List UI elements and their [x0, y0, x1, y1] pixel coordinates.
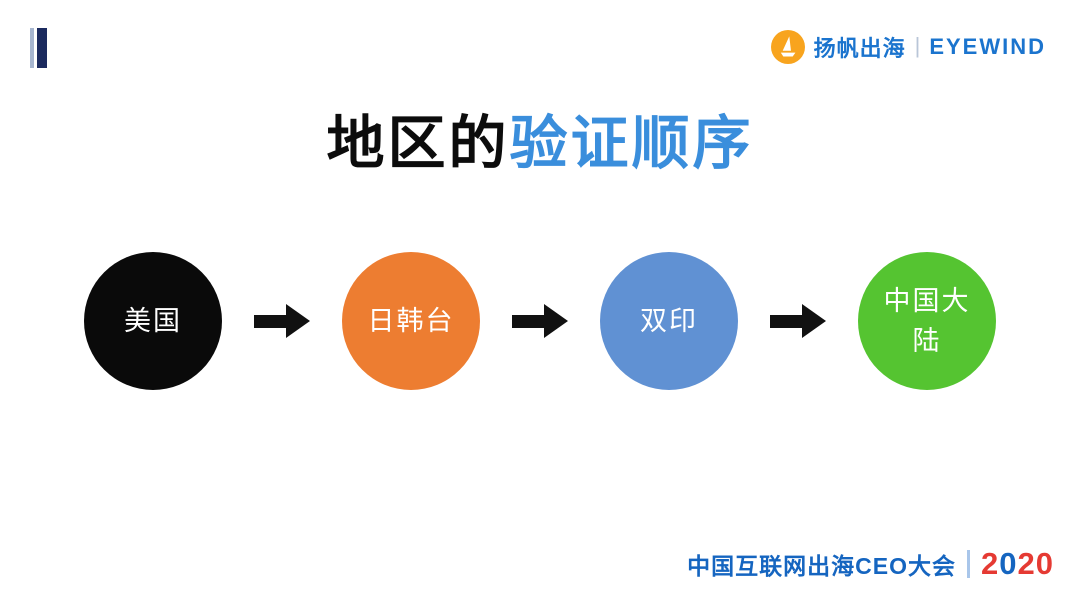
arrow-right-icon: [512, 304, 568, 338]
footer: 中国互联网出海CEO大会 2 0 2 0: [687, 546, 1054, 582]
flow-step-circle-2: 日韩台: [342, 252, 480, 390]
flow-step-label-2: 日韩台: [367, 305, 455, 336]
flow-step-circle-3: 双印: [600, 252, 738, 390]
brand-logo: 扬帆出海 | EYEWIND: [770, 30, 1046, 64]
arrow-head: [544, 304, 568, 338]
accent-bar-dark: [37, 28, 47, 68]
year-char-2: 0: [999, 546, 1018, 581]
brand-name-cn: 扬帆出海: [813, 36, 906, 61]
title-part-black: 地区的: [326, 111, 510, 176]
year-char-4: 0: [1035, 546, 1054, 581]
arrow-head: [802, 304, 826, 338]
flow-step-label-4: 中国大陆: [883, 285, 971, 357]
arrow-right-icon: [770, 304, 826, 338]
arrow-head: [286, 304, 310, 338]
arrow-shaft: [512, 314, 544, 328]
arrow-shaft: [770, 314, 802, 328]
sailboat-logo-icon: [770, 30, 805, 64]
flow-step-circle-1: 美国: [84, 252, 222, 390]
accent-bar-light: [30, 28, 34, 68]
flow-step-label-1: 美国: [124, 305, 182, 336]
slide-accent-bars: [30, 28, 47, 68]
brand-name-en: EYEWIND: [929, 34, 1046, 59]
arrow-shaft: [254, 314, 286, 328]
flow-step-circle-4: 中国大陆: [858, 252, 996, 390]
arrow-right-icon: [254, 304, 310, 338]
brand-divider: |: [914, 33, 921, 58]
page-title: 地区的验证顺序: [0, 96, 1080, 180]
footer-year-logo: 2 0 2 0: [981, 546, 1054, 582]
flow-step-label-3: 双印: [640, 305, 698, 336]
footer-event-name: 中国互联网出海CEO大会: [687, 553, 956, 579]
footer-divider: [967, 550, 970, 578]
region-verification-flow: 美国 日韩台 双印 中国大陆: [84, 252, 996, 390]
title-part-blue: 验证顺序: [509, 111, 754, 176]
year-char-1: 2: [981, 546, 1000, 581]
year-char-3: 2: [1017, 546, 1036, 581]
